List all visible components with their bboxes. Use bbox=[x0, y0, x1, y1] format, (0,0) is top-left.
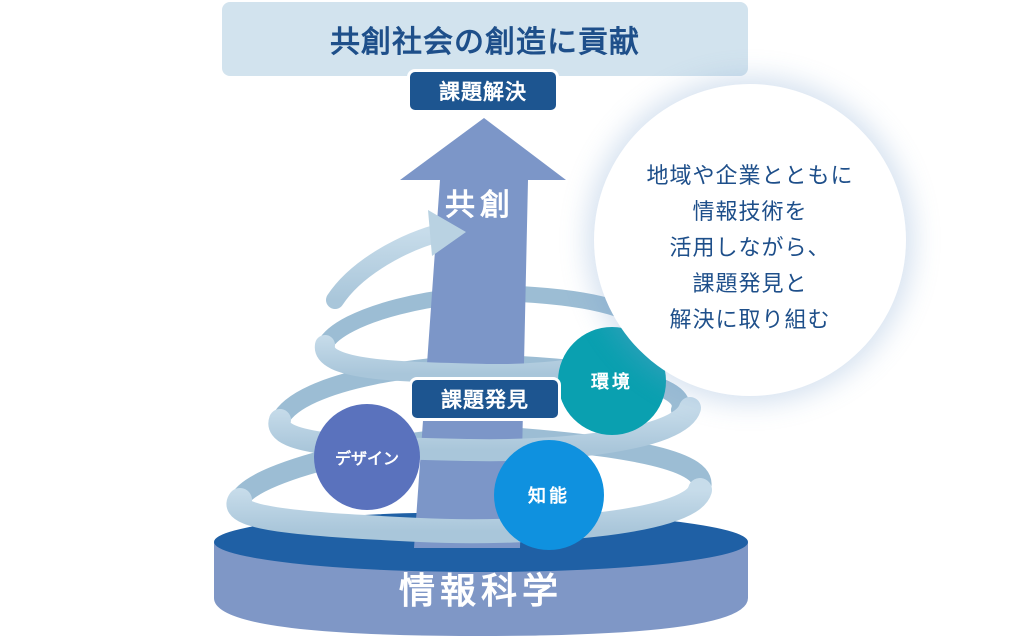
bubble-line: 情報技術を bbox=[692, 200, 808, 225]
tag-problem-finding: 課題発見 bbox=[412, 380, 558, 418]
circle-intelligence: 知能 bbox=[494, 440, 604, 550]
arrow-label: 共創 bbox=[445, 188, 515, 223]
bubble-line: 地域や企業とともに bbox=[646, 164, 854, 189]
description-bubble: 地域や企業とともに 情報技術を 活用しながら、 課題発見と 解決に取り組む bbox=[594, 84, 906, 396]
top-banner: 共創社会の創造に貢献 bbox=[222, 2, 748, 76]
tag-problem-solving: 課題解決 bbox=[410, 72, 556, 110]
base-label: 情報科学 bbox=[398, 571, 563, 612]
circle-design: デザイン bbox=[314, 404, 420, 510]
tag-problem-finding-label: 課題発見 bbox=[441, 388, 529, 412]
bubble-line: 活用しながら、 bbox=[669, 236, 831, 261]
spiral-arrowhead bbox=[428, 210, 466, 256]
circle-design-label: デザイン bbox=[334, 449, 399, 468]
bubble-line: 解決に取り組む bbox=[669, 308, 831, 333]
bubble-line: 課題発見と bbox=[692, 272, 808, 297]
tag-problem-solving-label: 課題解決 bbox=[439, 80, 527, 104]
circle-intelligence-label: 知能 bbox=[528, 486, 570, 507]
circle-environment-label: 環境 bbox=[591, 372, 633, 393]
top-banner-title: 共創社会の創造に貢献 bbox=[330, 25, 640, 60]
